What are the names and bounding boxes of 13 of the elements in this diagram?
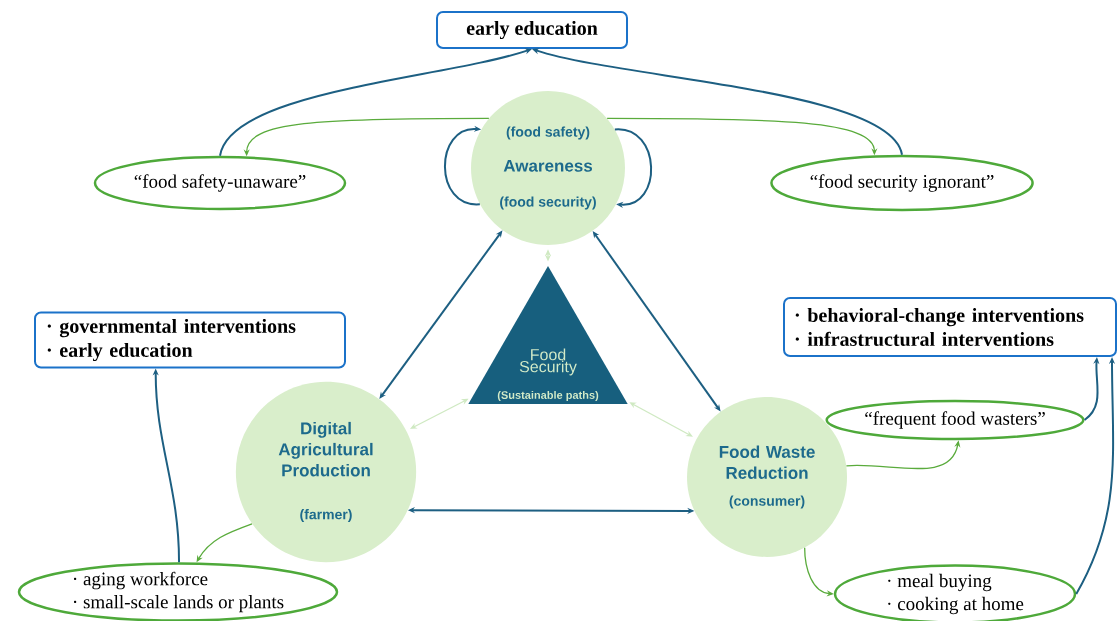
text-box: · behavioral-change interventions · infrastructural interventions <box>783 297 1117 357</box>
circle-node: Digital Agricultural Production (farmer) <box>235 381 417 563</box>
triangle-node: Food Security (Sustainable paths) <box>468 266 628 404</box>
arrow <box>532 48 903 156</box>
ellipse-node: “food security ignorant” <box>770 154 1034 212</box>
circle-node: (food safety) Awareness (food security) <box>471 91 625 245</box>
text-box: · governmental interventions · early education <box>34 311 346 369</box>
ellipse-node: “food safety-unaware” <box>93 155 347 211</box>
text-box: early education <box>436 11 628 49</box>
ellipse-node: “frequent food wasters” <box>825 399 1085 441</box>
arrow <box>219 48 532 157</box>
arrow <box>613 128 653 208</box>
circle-node: Food Waste Reduction (consumer) <box>687 397 847 557</box>
